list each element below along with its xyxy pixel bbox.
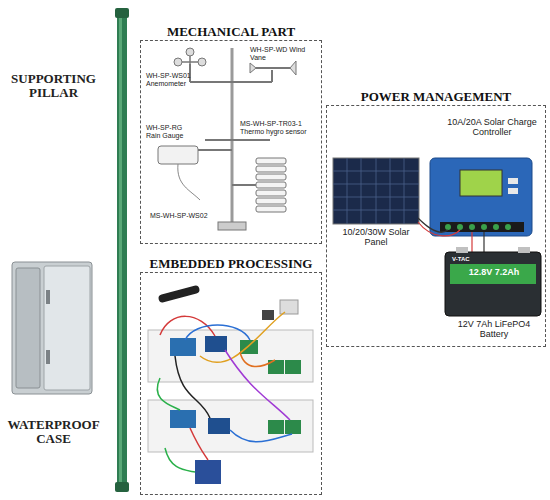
part-label: 10A/20A Solar Charge Controller	[440, 118, 544, 138]
part-label: WH-SP-WS01 Anemometer	[146, 72, 198, 87]
charge-controller	[430, 158, 532, 236]
group-heading: MECHANICAL PART	[141, 24, 321, 40]
solar-panel	[333, 158, 419, 224]
part-label: 10/20/30W Solar Panel	[330, 228, 422, 248]
pillar-highlight	[119, 8, 122, 492]
battery	[445, 247, 541, 316]
power-wires	[418, 218, 484, 252]
waterproof-case	[12, 262, 92, 394]
part-label: 12.8V 7.2Ah	[454, 268, 534, 278]
group-heading: EMBEDDED PROCESSING	[141, 256, 321, 272]
group-box: POWER MANAGEMENT	[326, 105, 546, 347]
group-box: EMBEDDED PROCESSING	[140, 272, 322, 495]
group-heading: POWER MANAGEMENT	[327, 89, 545, 105]
embedded-boards	[148, 285, 313, 484]
part-label: SUPPORTING PILLAR	[6, 72, 101, 101]
part-label: 12V 7Ah LiFePO4 Battery	[444, 320, 544, 340]
part-label: V-TAC	[452, 256, 492, 263]
pillar-pole	[117, 8, 127, 492]
pillar-cap	[115, 8, 129, 18]
pillar-base	[115, 482, 129, 492]
part-label: WH-SP-WD Wind Vane	[250, 46, 310, 61]
part-label: MS-WH-SP-TR03-1 Thermo hygro sensor	[240, 120, 318, 135]
part-label: MS-WH-SP-WS02	[150, 212, 230, 220]
part-label: WATERPROOF CASE	[6, 418, 101, 447]
part-label: WH-SP-RG Rain Gauge	[146, 124, 196, 139]
